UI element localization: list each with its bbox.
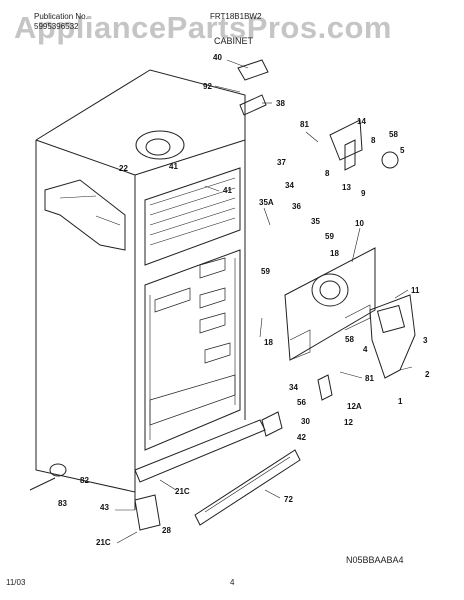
callout: 18 — [264, 338, 273, 347]
damper — [381, 151, 399, 169]
callout: 21C — [96, 538, 111, 547]
bracket — [239, 94, 267, 116]
cabinet-front-left — [35, 139, 136, 492]
callout: 34 — [289, 383, 298, 392]
callout: 30 — [301, 417, 310, 426]
leveling-leg — [49, 463, 67, 477]
callout: 21C — [175, 487, 190, 496]
callout: 82 — [80, 476, 89, 485]
callout: 34 — [285, 181, 294, 190]
callout: 8 — [325, 169, 330, 178]
callout: 22 — [119, 164, 128, 173]
callout: 92 — [203, 82, 212, 91]
callout: 5 — [400, 146, 405, 155]
callout: 35 — [311, 217, 320, 226]
callout: 14 — [357, 117, 366, 126]
control-housing — [284, 247, 376, 361]
callout: 36 — [292, 202, 301, 211]
callout: 1 — [398, 397, 403, 406]
callout: 38 — [276, 99, 285, 108]
callout: 40 — [213, 53, 222, 62]
hinge-part — [261, 411, 283, 437]
callout-labels: 40 92 38 81 14 8 58 5 37 22 41 41 34 36 … — [58, 53, 430, 547]
callout: 43 — [100, 503, 109, 512]
diagram-code: N05BBAABA4 — [346, 555, 404, 565]
callout: 81 — [365, 374, 374, 383]
callout: 35A — [259, 198, 274, 207]
damper-door — [317, 374, 333, 401]
toe-grille — [194, 449, 301, 526]
callout: 8 — [371, 136, 376, 145]
freezer-opening — [144, 167, 241, 266]
callout: 59 — [325, 232, 334, 241]
insulation-foam — [44, 179, 126, 251]
publication-label: Publication No. — [34, 12, 88, 21]
callout: 4 — [363, 345, 368, 354]
callout: 41 — [223, 186, 232, 195]
callout: 58 — [389, 130, 398, 139]
callout: 13 — [342, 183, 351, 192]
callout: 42 — [297, 433, 306, 442]
top-cap — [237, 59, 269, 81]
callout: 58 — [345, 335, 354, 344]
cabinet-top — [35, 69, 246, 141]
callout: 81 — [300, 120, 309, 129]
callout: 41 — [169, 162, 178, 171]
watermark: AppliancePartsPros.com — [14, 10, 392, 45]
fresh-food-opening — [144, 249, 241, 451]
callout: 59 — [261, 267, 270, 276]
callout: 28 — [162, 526, 171, 535]
hinge-bracket — [134, 494, 161, 531]
publication-number: 5995396532 — [34, 22, 79, 31]
fan-housing — [135, 130, 185, 160]
callout: 3 — [423, 336, 428, 345]
callout: 11 — [411, 286, 420, 295]
callout: 56 — [297, 398, 306, 407]
thermostat — [329, 119, 363, 161]
callout: 10 — [355, 219, 364, 228]
callout: 9 — [361, 189, 366, 198]
callout: 12 — [344, 418, 353, 427]
callout: 72 — [284, 495, 293, 504]
callout: 12A — [347, 402, 362, 411]
model-number: FRT18B1BW2 — [210, 12, 262, 21]
callout: 18 — [330, 249, 339, 258]
cabinet-top-front — [134, 139, 246, 176]
page-number: 4 — [230, 578, 235, 587]
callout: 37 — [277, 158, 286, 167]
callout: 83 — [58, 499, 67, 508]
callout: 2 — [425, 370, 430, 379]
cabinet-base — [134, 419, 266, 483]
section-title: CABINET — [214, 36, 254, 46]
cabinet-left-edge — [35, 140, 136, 510]
footer-date: 11/03 — [6, 578, 26, 587]
